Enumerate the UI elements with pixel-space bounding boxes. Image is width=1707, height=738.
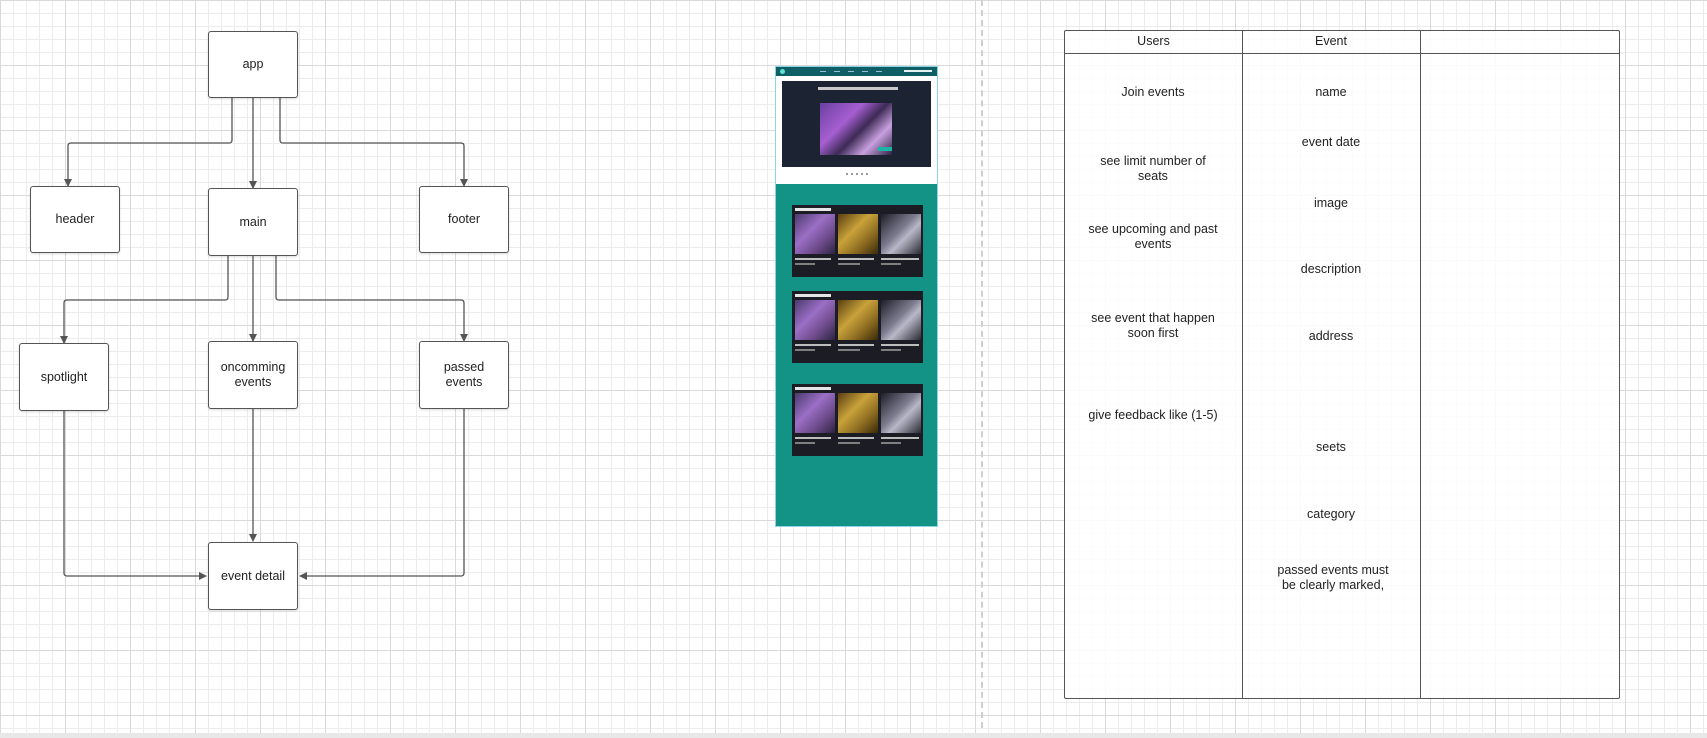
- mockup-event-subtext: [795, 442, 815, 444]
- table-cell-event: name: [1315, 85, 1347, 99]
- mockup-event-subtext: [838, 442, 860, 444]
- mockup-event-subtext: [881, 349, 901, 351]
- node-label: spotlight: [40, 369, 88, 384]
- node-label: footer: [448, 212, 480, 226]
- mockup-carousel-dots: [846, 173, 868, 175]
- table-cell-event: event date: [1301, 135, 1361, 149]
- mockup-card-title: [795, 294, 831, 297]
- table-cell-users: Join events: [1121, 85, 1185, 99]
- node-spotlight[interactable]: spotlight: [19, 343, 109, 411]
- mockup-spotlight-card: [792, 205, 923, 277]
- mockup-event-text: [795, 437, 831, 439]
- mockup-event-text: [881, 258, 919, 260]
- mockup-event-text: [838, 258, 874, 260]
- mockup-event-image: [881, 214, 921, 254]
- mockup-hero-banner: [782, 81, 931, 167]
- section-divider: [981, 0, 983, 728]
- table-cell-users: see upcoming and past events: [1088, 222, 1218, 251]
- node-label: app: [242, 57, 264, 71]
- connector-main-passed: [275, 256, 468, 342]
- table-column-divider: [1420, 31, 1421, 698]
- mockup-event-subtext: [838, 349, 860, 351]
- mockup-event-subtext: [838, 263, 860, 265]
- table-cell-event: category: [1307, 507, 1355, 521]
- mockup-event-image: [881, 300, 921, 340]
- table-cell-event: passed events must be clearly marked,: [1277, 563, 1389, 592]
- mockup-event-image: [838, 393, 878, 433]
- node-label: header: [55, 212, 95, 226]
- table-cell-users: see limit number of seats: [1100, 154, 1206, 183]
- mockup-event-text: [795, 258, 831, 260]
- mockup-event-subtext: [795, 263, 815, 265]
- node-main[interactable]: main: [208, 188, 298, 256]
- table-cell-event: image: [1313, 196, 1349, 210]
- table-header-users: Users: [1137, 34, 1170, 48]
- mockup-card-title: [795, 208, 831, 211]
- mockup-event-text: [881, 437, 919, 439]
- mockup-event-text: [838, 344, 874, 346]
- mockup-event-image: [838, 214, 878, 254]
- mockup-event-subtext: [881, 263, 901, 265]
- mockup-event-image: [795, 393, 835, 433]
- node-label: oncomming events: [220, 360, 286, 389]
- mockup-card-title: [795, 387, 831, 390]
- mockup-event-text: [795, 344, 831, 346]
- mockup-event-image: [881, 393, 921, 433]
- mockup-event-text: [838, 437, 874, 439]
- mockup-spotlight-card: [792, 384, 923, 456]
- table-cell-users: give feedback like (1-5): [1088, 408, 1218, 422]
- website-mockup-thumbnail[interactable]: [775, 66, 938, 527]
- node-passed-events[interactable]: passed events: [419, 341, 509, 409]
- connector-passed-detail: [299, 409, 465, 580]
- mockup-event-image: [795, 214, 835, 254]
- bottom-scrollbar[interactable]: [0, 733, 1707, 738]
- mockup-event-image: [838, 300, 878, 340]
- mockup-nav-search: [904, 70, 932, 72]
- mockup-hero-button: [878, 147, 892, 151]
- table-cell-event: address: [1308, 329, 1354, 343]
- mockup-hero-section: [776, 76, 937, 184]
- table-column-divider: [1242, 31, 1243, 698]
- node-app[interactable]: app: [208, 31, 298, 98]
- mockup-navbar: [776, 67, 937, 76]
- node-label: event detail: [221, 568, 285, 583]
- mockup-event-subtext: [795, 349, 815, 351]
- table-cell-users: see event that happen soon first: [1091, 311, 1215, 340]
- node-label: main: [239, 214, 267, 229]
- node-oncomming-events[interactable]: oncomming events: [208, 341, 298, 409]
- mockup-event-text: [881, 344, 919, 346]
- table-cell-event: description: [1300, 262, 1362, 276]
- mockup-event-image: [795, 300, 835, 340]
- connector-spotlight-detail: [63, 411, 207, 580]
- mockup-spotlight-card: [792, 291, 923, 363]
- mockup-event-subtext: [881, 442, 901, 444]
- connector-app-header: [64, 98, 233, 187]
- mockup-hero-title: [818, 87, 898, 90]
- node-event-detail[interactable]: event detail: [208, 542, 298, 610]
- requirements-table[interactable]: Users Event Join events see limit number…: [1064, 30, 1620, 699]
- node-footer[interactable]: footer: [419, 186, 509, 253]
- mockup-logo: [780, 69, 785, 74]
- node-header[interactable]: header: [30, 186, 120, 253]
- mockup-hero-image: [820, 103, 892, 155]
- table-header-event: Event: [1315, 34, 1347, 48]
- table-cell-event: seets: [1316, 440, 1346, 454]
- node-label: passed events: [443, 360, 485, 389]
- connector-main-spotlight: [60, 256, 229, 344]
- mockup-nav-links: [820, 71, 890, 72]
- connector-app-footer: [279, 98, 468, 187]
- table-header-divider: [1065, 53, 1619, 54]
